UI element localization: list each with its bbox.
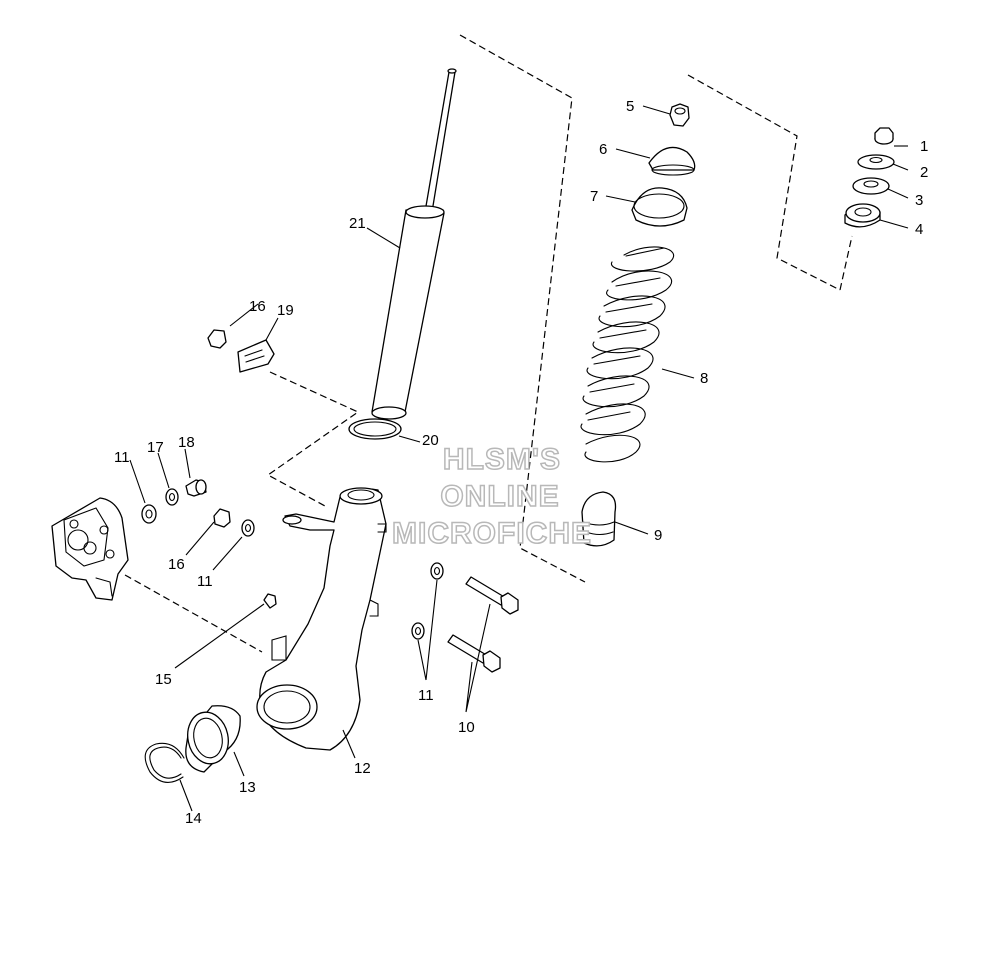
callout-21: 21 bbox=[349, 215, 366, 232]
callout-8: 8 bbox=[700, 370, 708, 387]
callout-numbers: 1 2 3 4 5 6 7 8 9 10 11 11 11 12 13 14 1… bbox=[114, 98, 928, 827]
callout-18: 18 bbox=[178, 434, 195, 451]
callout-14: 14 bbox=[185, 810, 202, 827]
callout-11-left: 11 bbox=[114, 449, 130, 466]
callout-12: 12 bbox=[354, 760, 371, 777]
assembly-lines bbox=[124, 34, 853, 653]
shock-absorber bbox=[371, 68, 457, 420]
watermark-line-1: HLSM'S bbox=[443, 443, 561, 476]
small-hardware bbox=[141, 479, 444, 640]
callout-7: 7 bbox=[590, 188, 598, 205]
callout-13: 13 bbox=[239, 779, 256, 796]
watermark-line-2: ONLINE bbox=[440, 480, 559, 513]
coil-spring bbox=[580, 246, 675, 463]
callout-3: 3 bbox=[915, 192, 923, 209]
bearing bbox=[185, 705, 241, 773]
callout-4: 4 bbox=[915, 221, 923, 238]
callout-11-right: 11 bbox=[418, 687, 434, 704]
callout-19: 19 bbox=[277, 302, 294, 319]
callout-16-mid: 16 bbox=[168, 556, 185, 573]
callout-1: 1 bbox=[920, 138, 928, 155]
clip-and-nut bbox=[207, 329, 275, 373]
callout-5: 5 bbox=[626, 98, 634, 115]
callout-10: 10 bbox=[458, 719, 475, 736]
mounting-bolts bbox=[447, 576, 519, 673]
watermark: HLSM'S ONLINE MICROFICHE bbox=[391, 442, 592, 551]
steering-knuckle bbox=[256, 487, 387, 751]
callout-20: 20 bbox=[422, 432, 439, 449]
callout-11-mid: 11 bbox=[197, 573, 213, 590]
callout-17: 17 bbox=[147, 439, 164, 456]
o-ring bbox=[348, 418, 402, 440]
top-nut-and-washers bbox=[844, 127, 895, 228]
brake-caliper bbox=[51, 497, 129, 601]
bump-stop bbox=[581, 491, 617, 547]
snap-ring bbox=[144, 742, 185, 783]
callout-16-top: 16 bbox=[249, 298, 266, 315]
watermark-line-3: MICROFICHE bbox=[392, 517, 592, 550]
callout-9: 9 bbox=[654, 527, 662, 544]
callout-2: 2 bbox=[920, 164, 928, 181]
leader-lines bbox=[129, 105, 909, 812]
callout-6: 6 bbox=[599, 141, 607, 158]
upper-cups bbox=[631, 103, 696, 227]
callout-15: 15 bbox=[155, 671, 172, 688]
